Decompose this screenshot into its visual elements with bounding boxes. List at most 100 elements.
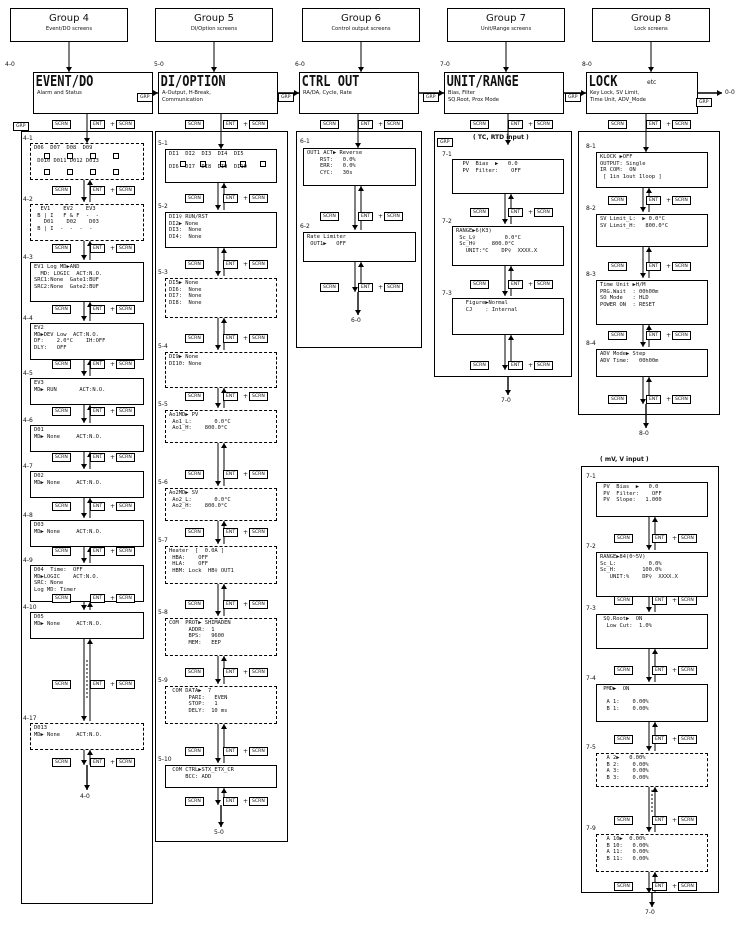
scrn-button[interactable]: SCRN [672,262,691,271]
ent-button[interactable]: ENT [90,453,106,462]
scrn-button[interactable]: SCRN [249,392,268,401]
scrn-button[interactable]: SCRN [678,666,697,675]
ent-button[interactable]: ENT [90,305,106,314]
grp-button[interactable]: GRP [437,138,453,147]
scrn-button[interactable]: SCRN [249,194,268,203]
scrn-button[interactable]: SCRN [608,262,627,271]
scrn-button[interactable]: SCRN [185,260,204,269]
ent-button[interactable]: ENT [223,668,239,677]
scrn-button[interactable]: SCRN [678,735,697,744]
scrn-button[interactable]: SCRN [249,470,268,479]
scrn-button[interactable]: SCRN [672,196,691,205]
scrn-button[interactable]: SCRN [678,816,697,825]
ent-button[interactable]: ENT [652,735,668,744]
ent-button[interactable]: ENT [508,120,524,129]
ent-button[interactable]: ENT [652,882,668,891]
ent-button[interactable]: ENT [223,797,239,806]
ent-button[interactable]: ENT [652,666,668,675]
scrn-button[interactable]: SCRN [52,244,71,253]
scrn-button[interactable]: SCRN [52,407,71,416]
ent-button[interactable]: ENT [223,470,239,479]
grp-button[interactable]: GRP [696,98,712,107]
ent-button[interactable]: ENT [90,680,106,689]
grp-button[interactable]: GRP [565,93,581,102]
scrn-button[interactable]: SCRN [470,280,489,289]
scrn-button[interactable]: SCRN [185,194,204,203]
ent-button[interactable]: ENT [90,594,106,603]
scrn-button[interactable]: SCRN [470,208,489,217]
ent-button[interactable]: ENT [508,361,524,370]
scrn-button[interactable]: SCRN [52,453,71,462]
ent-button[interactable]: ENT [90,758,106,767]
ent-button[interactable]: ENT [90,244,106,253]
scrn-button[interactable]: SCRN [185,120,204,129]
scrn-button[interactable]: SCRN [116,547,135,556]
scrn-button[interactable]: SCRN [249,797,268,806]
ent-button[interactable]: ENT [646,262,662,271]
scrn-button[interactable]: SCRN [614,534,633,543]
ent-button[interactable]: ENT [358,120,374,129]
scrn-button[interactable]: SCRN [672,395,691,404]
scrn-button[interactable]: SCRN [185,334,204,343]
ent-button[interactable]: ENT [90,502,106,511]
ent-button[interactable]: ENT [646,120,662,129]
scrn-button[interactable]: SCRN [52,758,71,767]
scrn-button[interactable]: SCRN [52,680,71,689]
scrn-button[interactable]: SCRN [608,395,627,404]
scrn-button[interactable]: SCRN [320,120,339,129]
scrn-button[interactable]: SCRN [116,758,135,767]
scrn-button[interactable]: SCRN [116,502,135,511]
scrn-button[interactable]: SCRN [116,594,135,603]
scrn-button[interactable]: SCRN [249,528,268,537]
scrn-button[interactable]: SCRN [249,120,268,129]
ent-button[interactable]: ENT [358,283,374,292]
ent-button[interactable]: ENT [223,120,239,129]
scrn-button[interactable]: SCRN [52,186,71,195]
scrn-button[interactable]: SCRN [116,360,135,369]
grp-button[interactable]: GRP [137,93,153,102]
scrn-button[interactable]: SCRN [52,120,71,129]
scrn-button[interactable]: SCRN [52,502,71,511]
scrn-button[interactable]: SCRN [672,331,691,340]
scrn-button[interactable]: SCRN [614,816,633,825]
ent-button[interactable]: ENT [652,534,668,543]
scrn-button[interactable]: SCRN [608,120,627,129]
ent-button[interactable]: ENT [90,407,106,416]
grp-button[interactable]: GRP [423,93,439,102]
scrn-button[interactable]: SCRN [185,528,204,537]
scrn-button[interactable]: SCRN [678,882,697,891]
scrn-button[interactable]: SCRN [384,283,403,292]
ent-button[interactable]: ENT [646,331,662,340]
scrn-button[interactable]: SCRN [116,453,135,462]
scrn-button[interactable]: SCRN [185,470,204,479]
scrn-button[interactable]: SCRN [116,244,135,253]
scrn-button[interactable]: SCRN [672,120,691,129]
scrn-button[interactable]: SCRN [608,331,627,340]
scrn-button[interactable]: SCRN [116,120,135,129]
ent-button[interactable]: ENT [223,194,239,203]
ent-button[interactable]: ENT [223,747,239,756]
scrn-button[interactable]: SCRN [614,596,633,605]
scrn-button[interactable]: SCRN [470,361,489,370]
scrn-button[interactable]: SCRN [52,360,71,369]
ent-button[interactable]: ENT [652,816,668,825]
scrn-button[interactable]: SCRN [614,882,633,891]
ent-button[interactable]: ENT [508,208,524,217]
scrn-button[interactable]: SCRN [52,305,71,314]
scrn-button[interactable]: SCRN [534,280,553,289]
scrn-button[interactable]: SCRN [249,668,268,677]
scrn-button[interactable]: SCRN [116,407,135,416]
ent-button[interactable]: ENT [90,360,106,369]
ent-button[interactable]: ENT [652,596,668,605]
ent-button[interactable]: ENT [223,600,239,609]
scrn-button[interactable]: SCRN [534,120,553,129]
scrn-button[interactable]: SCRN [185,600,204,609]
scrn-button[interactable]: SCRN [320,212,339,221]
scrn-button[interactable]: SCRN [384,212,403,221]
scrn-button[interactable]: SCRN [52,594,71,603]
scrn-button[interactable]: SCRN [185,392,204,401]
ent-button[interactable]: ENT [223,260,239,269]
scrn-button[interactable]: SCRN [116,305,135,314]
scrn-button[interactable]: SCRN [678,596,697,605]
scrn-button[interactable]: SCRN [249,600,268,609]
